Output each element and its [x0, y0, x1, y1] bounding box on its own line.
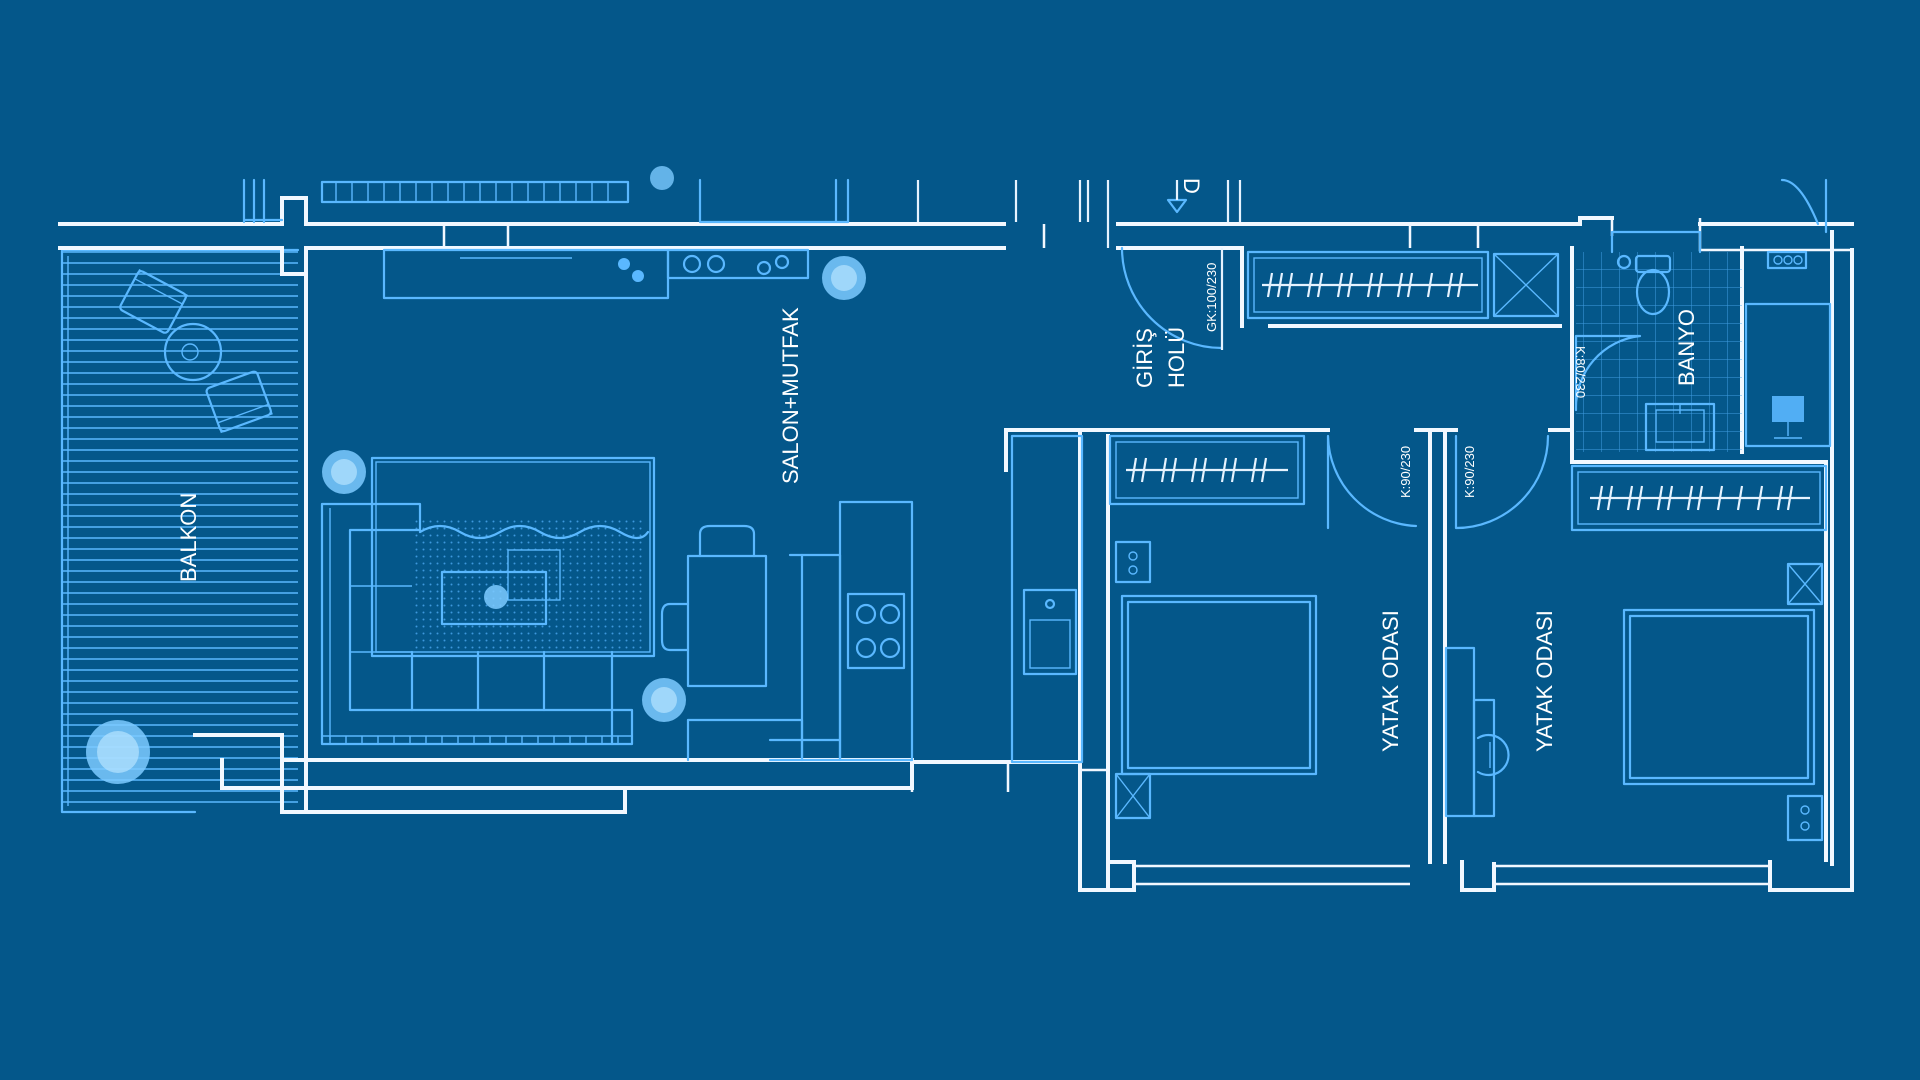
washbasin-icon — [1644, 402, 1716, 452]
door-label-entry: GK:100/230 — [1204, 263, 1219, 332]
bed-icon — [1622, 608, 1816, 786]
entry-hall — [1120, 180, 1560, 350]
desk-icon — [1444, 646, 1510, 818]
nightstand-icon — [1786, 562, 1824, 842]
room-label-salon-mutfak: SALON+MUTFAK — [778, 307, 803, 484]
washing-machine-icon — [1772, 396, 1804, 439]
plant-icon — [650, 166, 674, 190]
coffee-table-icon — [440, 549, 561, 626]
plant-icon — [642, 678, 686, 722]
nightstand-icon — [1114, 540, 1152, 820]
door-label-bed2: K:90/230 — [1462, 446, 1477, 498]
door-arc-icon — [1326, 434, 1418, 530]
room-label-giris: GİRİŞ — [1132, 328, 1157, 388]
bathroom — [1574, 230, 1832, 452]
armchair-icon — [119, 268, 189, 334]
wardrobe — [1246, 250, 1490, 320]
toilet-icon — [1616, 254, 1672, 316]
stove-icon — [682, 254, 790, 276]
door-label-bed1: K:90/230 — [1398, 446, 1413, 498]
plant-icon — [86, 720, 150, 784]
plant-icon — [322, 450, 366, 494]
side-table-icon — [163, 322, 223, 382]
room-label-balkon: BALKON — [176, 493, 201, 582]
sink-counter — [1010, 434, 1084, 764]
entrance-marker: D — [1179, 178, 1204, 194]
room-label-yatak-odasi-1: YATAK ODASI — [1378, 610, 1403, 752]
wardrobe — [1570, 464, 1828, 532]
bed-icon — [1120, 594, 1318, 776]
armchair-icon — [205, 370, 273, 434]
bedroom-1 — [1108, 434, 1418, 820]
kitchen — [382, 166, 914, 762]
sink-icon — [1022, 588, 1078, 676]
cooktop-icon — [846, 592, 906, 670]
heater-icon — [1766, 250, 1808, 270]
room-label-yatak-odasi-2: YATAK ODASI — [1532, 610, 1557, 752]
sofa-icon — [320, 502, 634, 746]
balcony — [60, 248, 300, 814]
top-exterior-lines — [242, 178, 1828, 248]
shaft — [1492, 252, 1560, 318]
chair-icon — [698, 524, 756, 558]
plant-icon — [822, 256, 866, 300]
door-label-bath: K:80/230 — [1573, 346, 1588, 398]
room-label-holu: HOLÜ — [1164, 327, 1189, 388]
bath-door-icon — [1574, 334, 1642, 412]
living-area — [320, 450, 686, 746]
wardrobe — [1108, 434, 1306, 506]
door-arc-icon — [1454, 434, 1550, 530]
chair-icon — [660, 602, 690, 652]
room-label-banyo: BANYO — [1674, 309, 1699, 386]
dining-table-icon — [686, 554, 768, 688]
bedroom-2 — [1444, 434, 1828, 842]
